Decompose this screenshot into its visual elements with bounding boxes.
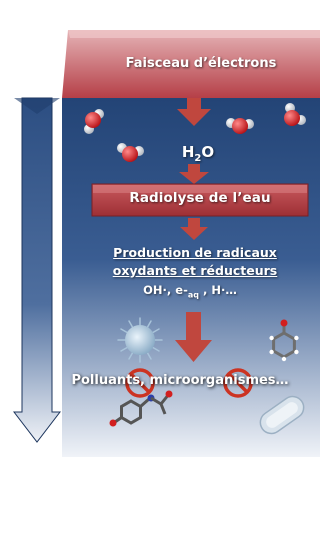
timescale-label: 10-6 seconde [19, 460, 35, 550]
electron-beam-band [62, 30, 320, 98]
microorganism-icon [117, 317, 163, 363]
species-aq: aq [187, 290, 199, 300]
arrow-radiolysis-to-production [180, 218, 208, 240]
pollutant-molecule-icon [269, 319, 299, 362]
timescale-unit: seconde [19, 460, 35, 524]
bacterium-icon [259, 395, 305, 435]
pollutant-molecule-icon [109, 390, 173, 427]
species-h: , H·… [198, 283, 237, 297]
water-molecule [84, 109, 104, 134]
species-oh-e: OH·, e- [143, 283, 188, 297]
targets-label: Polluants, microorganismes… [71, 373, 289, 388]
arrow-water-to-radiolysis [179, 164, 209, 184]
water-molecule [284, 103, 306, 126]
water-formula: H2O [168, 143, 228, 164]
background-panel [62, 98, 320, 457]
timescale-base: 10 [19, 532, 35, 550]
water-formula-h: H [181, 143, 195, 161]
timescale-arrow [12, 97, 62, 443]
radiolysis-label: Radiolyse de l’eau [129, 190, 271, 206]
timescale-arrow-top-cap [14, 98, 60, 114]
production-title-line1: Production de radicaux [113, 245, 277, 260]
electron-beam-top [68, 30, 320, 38]
arrow-beam-to-water [177, 98, 211, 126]
water-molecule [226, 118, 254, 134]
radiolysis-box [91, 183, 309, 217]
forbidden-icon [223, 368, 253, 398]
water-formula-subscript: 2 [194, 153, 202, 164]
arrow-production-to-targets [175, 312, 212, 362]
beam-label: Faisceau d’électrons [125, 56, 277, 71]
radical-species: OH·, e-aq , H·… [80, 283, 300, 299]
water-formula-o: O [201, 143, 215, 161]
radiolysis-box-highlight [93, 185, 307, 193]
water-molecule [117, 143, 144, 162]
forbidden-icon [125, 368, 155, 398]
diagram-canvas [12, 30, 320, 457]
timescale-exponent: -6 [19, 523, 28, 533]
production-title-line2: oxydants et réducteurs [112, 263, 278, 278]
